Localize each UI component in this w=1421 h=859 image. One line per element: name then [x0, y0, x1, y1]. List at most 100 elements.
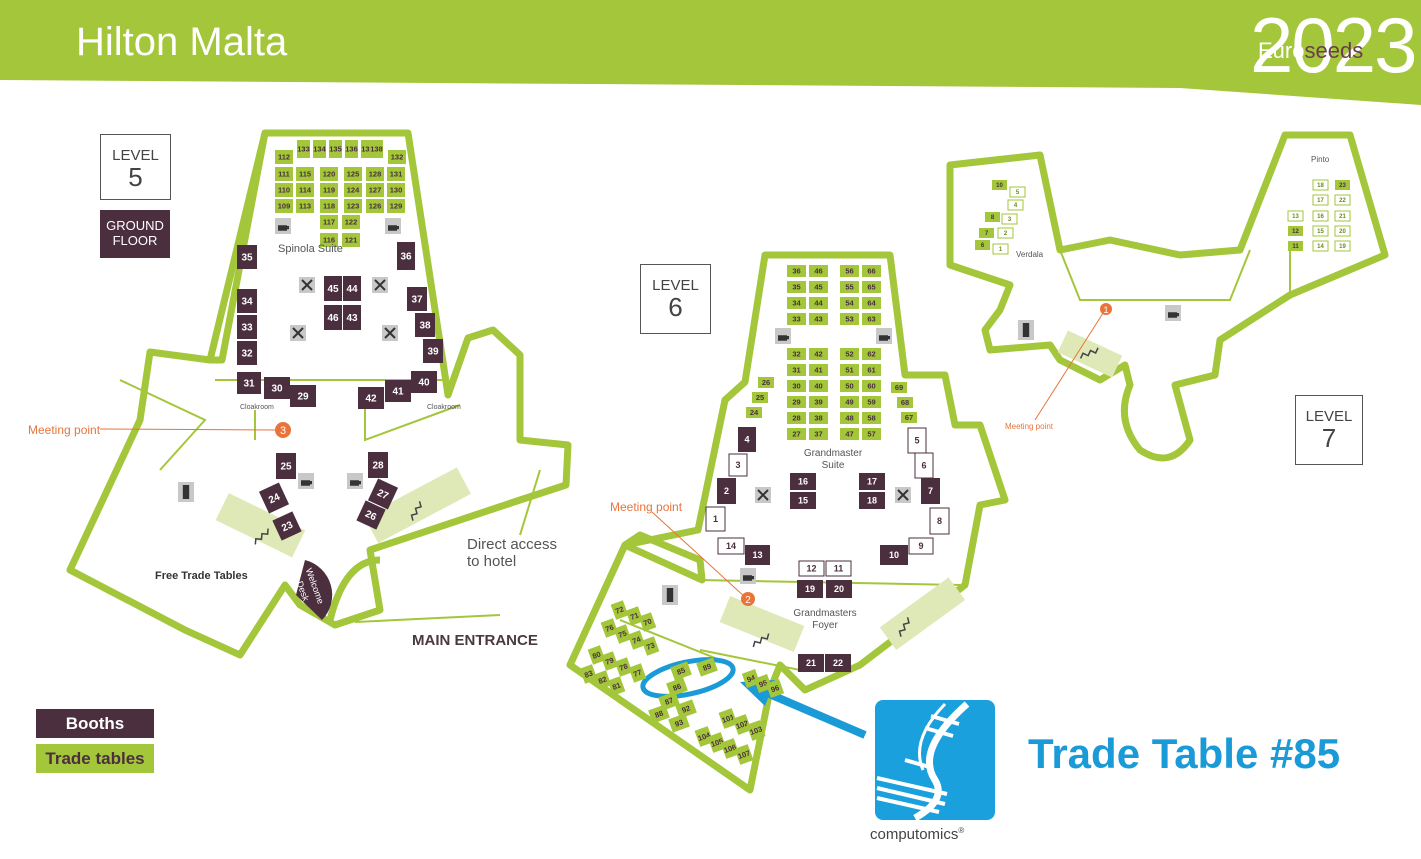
table-14[interactable]: 14: [717, 537, 745, 555]
table-24[interactable]: 24: [746, 407, 762, 418]
table-105[interactable]: 105: [707, 732, 727, 753]
table-46[interactable]: 46: [809, 265, 828, 277]
table-29[interactable]: 29: [787, 396, 806, 408]
table-85[interactable]: 85: [670, 661, 692, 681]
booth-15[interactable]: 15: [790, 492, 816, 509]
table-72[interactable]: 72: [610, 600, 629, 620]
table-62[interactable]: 62: [862, 348, 881, 360]
table-25[interactable]: 25: [752, 392, 768, 403]
table-50[interactable]: 50: [840, 380, 859, 392]
table-19[interactable]: 19: [1334, 240, 1351, 252]
table-3[interactable]: 3: [728, 453, 748, 477]
table-112[interactable]: 112: [275, 150, 293, 164]
table-17[interactable]: 17: [1312, 194, 1329, 206]
table-34[interactable]: 34: [787, 297, 806, 309]
table-96[interactable]: 96: [765, 679, 785, 698]
booth-35[interactable]: 35: [237, 245, 257, 269]
booth-41[interactable]: 41: [385, 380, 411, 402]
table-23[interactable]: 23: [1335, 180, 1350, 190]
table-1[interactable]: 1: [705, 506, 726, 532]
booth-21[interactable]: 21: [798, 654, 824, 672]
table-54[interactable]: 54: [840, 297, 859, 309]
table-123[interactable]: 123: [344, 199, 362, 213]
booth-45[interactable]: 45: [324, 276, 342, 301]
table-40[interactable]: 40: [809, 380, 828, 392]
table-70[interactable]: 70: [638, 612, 657, 632]
table-115[interactable]: 115: [296, 167, 314, 181]
table-128[interactable]: 128: [366, 167, 384, 181]
table-73[interactable]: 73: [641, 636, 660, 656]
table-102[interactable]: 102: [732, 714, 752, 735]
table-65[interactable]: 65: [862, 281, 881, 293]
booth-37[interactable]: 37: [407, 287, 427, 311]
table-127[interactable]: 127: [366, 183, 384, 197]
table-37[interactable]: 37: [809, 428, 828, 440]
table-32[interactable]: 32: [787, 348, 806, 360]
table-125[interactable]: 125: [344, 167, 362, 181]
booth-23[interactable]: 23: [272, 511, 302, 541]
table-22[interactable]: 22: [1334, 194, 1351, 206]
table-116[interactable]: 116: [320, 233, 338, 247]
table-89[interactable]: 89: [696, 657, 718, 677]
table-61[interactable]: 61: [862, 364, 881, 376]
table-6[interactable]: 6: [914, 452, 934, 479]
table-107[interactable]: 107: [734, 744, 754, 765]
booth-46[interactable]: 46: [324, 305, 342, 330]
booth-36[interactable]: 36: [397, 242, 415, 270]
table-38[interactable]: 38: [809, 412, 828, 424]
table-52[interactable]: 52: [840, 348, 859, 360]
table-15[interactable]: 15: [1312, 225, 1329, 237]
table-14[interactable]: 14: [1312, 240, 1329, 252]
table-79[interactable]: 79: [600, 651, 619, 671]
table-30[interactable]: 30: [787, 380, 806, 392]
table-80[interactable]: 80: [587, 645, 606, 665]
table-60[interactable]: 60: [862, 380, 881, 392]
table-49[interactable]: 49: [840, 396, 859, 408]
table-42[interactable]: 42: [809, 348, 828, 360]
table-45[interactable]: 45: [809, 281, 828, 293]
booth-28[interactable]: 28: [368, 452, 388, 478]
table-3[interactable]: 3: [1001, 213, 1018, 225]
table-8[interactable]: 8: [929, 507, 950, 535]
table-77[interactable]: 77: [628, 663, 647, 683]
booth-26[interactable]: 26: [356, 500, 386, 530]
table-104[interactable]: 104: [694, 726, 714, 747]
table-121[interactable]: 121: [342, 233, 360, 247]
table-82[interactable]: 82: [593, 670, 612, 690]
table-41[interactable]: 41: [809, 364, 828, 376]
table-16[interactable]: 16: [1312, 210, 1329, 222]
table-76[interactable]: 76: [600, 618, 619, 638]
table-63[interactable]: 63: [862, 313, 881, 325]
table-134[interactable]: 134: [313, 140, 327, 158]
table-103[interactable]: 103: [746, 720, 766, 741]
table-39[interactable]: 39: [809, 396, 828, 408]
booth-34[interactable]: 34: [237, 289, 257, 313]
table-110[interactable]: 110: [275, 183, 293, 197]
table-57[interactable]: 57: [862, 428, 881, 440]
table-51[interactable]: 51: [840, 364, 859, 376]
table-36[interactable]: 36: [787, 265, 806, 277]
booth-10[interactable]: 10: [880, 545, 908, 565]
table-44[interactable]: 44: [809, 297, 828, 309]
table-8[interactable]: 8: [985, 212, 1000, 222]
table-126[interactable]: 126: [366, 199, 384, 213]
table-21[interactable]: 21: [1334, 210, 1351, 222]
table-2[interactable]: 2: [997, 227, 1014, 239]
table-9[interactable]: 9: [908, 537, 934, 555]
table-13[interactable]: 13: [1287, 210, 1304, 222]
table-27[interactable]: 27: [787, 428, 806, 440]
table-78[interactable]: 78: [614, 657, 633, 677]
booth-33[interactable]: 33: [237, 315, 257, 339]
table-136[interactable]: 136: [345, 140, 358, 158]
table-111[interactable]: 111: [275, 167, 293, 181]
table-4[interactable]: 4: [1007, 199, 1024, 211]
table-10[interactable]: 10: [992, 180, 1007, 190]
booth-25[interactable]: 25: [276, 453, 296, 479]
booth-20[interactable]: 20: [826, 580, 852, 598]
table-6[interactable]: 6: [975, 240, 990, 250]
table-28[interactable]: 28: [787, 412, 806, 424]
table-53[interactable]: 53: [840, 313, 859, 325]
table-124[interactable]: 124: [344, 183, 362, 197]
table-118[interactable]: 118: [320, 199, 338, 213]
table-64[interactable]: 64: [862, 297, 881, 309]
